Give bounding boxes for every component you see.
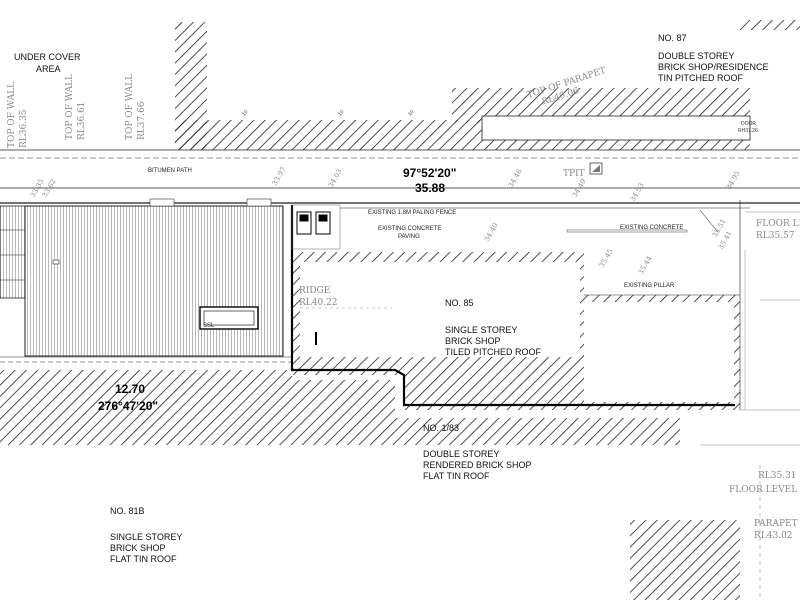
wall-hatch-top-right-corner: [740, 20, 800, 30]
svg-text:TOP OF WALL: TOP OF WALL: [125, 74, 135, 140]
level-tag-1: 10: [241, 109, 249, 117]
vent-tab-top-2: [246, 198, 272, 207]
no85-line2: BRICK SHOP: [445, 336, 501, 346]
shed-roof: [24, 205, 284, 357]
no183-line2: RENDERED BRICK SHOP: [423, 460, 532, 470]
vent-tab-top: [149, 198, 175, 207]
level-tag-3: 10: [407, 109, 415, 117]
wall-level-2: TOP OF WALL RL36.61: [65, 74, 87, 140]
no81b-number: NO. 81B: [110, 506, 145, 516]
under-cover-line1: UNDER COVER: [14, 52, 81, 62]
no183-line1: DOUBLE STOREY: [423, 449, 499, 459]
ridge-label: RIDGE: [299, 286, 330, 296]
svg-text:34.40: 34.40: [483, 222, 500, 243]
svg-text:RL36.35: RL36.35: [19, 109, 29, 148]
no85-line3: TILED PITCHED ROOF: [445, 347, 542, 357]
no81b-line3: FLAT TIN ROOF: [110, 554, 177, 564]
svg-text:34.03: 34.03: [327, 168, 344, 189]
no85-line1: SINGLE STOREY: [445, 325, 517, 335]
level-tag-2: 10: [337, 109, 345, 117]
svg-text:33.97: 33.97: [271, 166, 288, 187]
ssl-box: [199, 306, 259, 330]
no87-number: NO. 87: [658, 33, 687, 43]
ridge-rl: RL40.22: [299, 298, 338, 308]
existing-concrete-pad: [566, 229, 688, 233]
no85-side-interior: [584, 302, 734, 402]
svg-text:35.44: 35.44: [637, 254, 654, 276]
existing-concrete-label: EXISTING CONCRETE: [620, 225, 683, 231]
svg-text:34.93: 34.93: [629, 182, 646, 203]
tpit-label: TPIT: [563, 169, 585, 179]
svg-text:TOP OF WALL: TOP OF WALL: [7, 82, 17, 148]
floor-level-right-rl: RL35.31: [758, 471, 797, 481]
top-bearing: 97°52'20": [403, 166, 456, 180]
bottom-distance: 12.70: [115, 382, 145, 396]
no87-line1: DOUBLE STOREY: [658, 51, 734, 61]
bottom-bearing: 276°47'20": [98, 399, 158, 413]
no87-line3: TIN PITCHED ROOF: [658, 73, 744, 83]
no85-number: NO. 85: [445, 298, 474, 308]
no183-line3: FLAT TIN ROOF: [423, 471, 490, 481]
wall-level-1: TOP OF WALL RL36.35: [7, 82, 29, 148]
svg-text:34.46: 34.46: [507, 167, 524, 189]
door-level: RH37.26: [738, 128, 758, 134]
parapet-rl: RL43.02: [754, 531, 793, 541]
svg-text:35.45: 35.45: [598, 248, 615, 269]
shed-vent: [52, 259, 60, 265]
site-boundary: [290, 205, 735, 407]
no183-number: NO. 1/83: [423, 423, 459, 433]
wall-hatch-bottom-right: [630, 520, 740, 600]
concrete-paving-line2: PAVING: [398, 234, 420, 240]
wall-level-3: TOP OF WALL RL37.66: [125, 74, 147, 140]
concrete-paving-line1: EXISTING CONCRETE: [378, 226, 441, 232]
no81b-line2: BRICK SHOP: [110, 543, 166, 553]
wall-hatch-lower: [0, 370, 680, 445]
top-distance: 35.88: [415, 181, 445, 195]
floor-level-top-rl: RL35.57: [756, 231, 795, 241]
floor-level-top-label: FLOOR LE: [756, 219, 800, 229]
path-lines: [0, 149, 800, 410]
existing-pillar-label: EXISTING PILLAR: [624, 283, 675, 289]
svg-text:RL37.66: RL37.66: [137, 101, 147, 140]
under-cover-line2: AREA: [36, 64, 61, 74]
floor-level-right-label: FLOOR LEVEL: [729, 485, 797, 495]
no81b-line1: SINGLE STOREY: [110, 532, 182, 542]
bin-group: [296, 211, 331, 235]
parapet-label: PARAPET: [754, 519, 798, 529]
door-label: DOOR: [741, 121, 756, 127]
fence-label: EXISTING 1.8M PALING FENCE: [368, 210, 456, 216]
no85-interior: [300, 262, 580, 357]
svg-text:RL36.61: RL36.61: [77, 101, 87, 140]
shed-roof-left-strip: [0, 205, 26, 299]
bitumen-path-label: BITUMEN PATH: [148, 168, 192, 174]
ssl-label: SSL: [203, 323, 215, 329]
right-structure-lines: [700, 211, 800, 600]
svg-text:TOP OF WALL: TOP OF WALL: [65, 74, 75, 140]
no87-recess: [481, 115, 751, 141]
no87-line2: BRICK SHOP/RESIDENCE: [658, 62, 769, 72]
